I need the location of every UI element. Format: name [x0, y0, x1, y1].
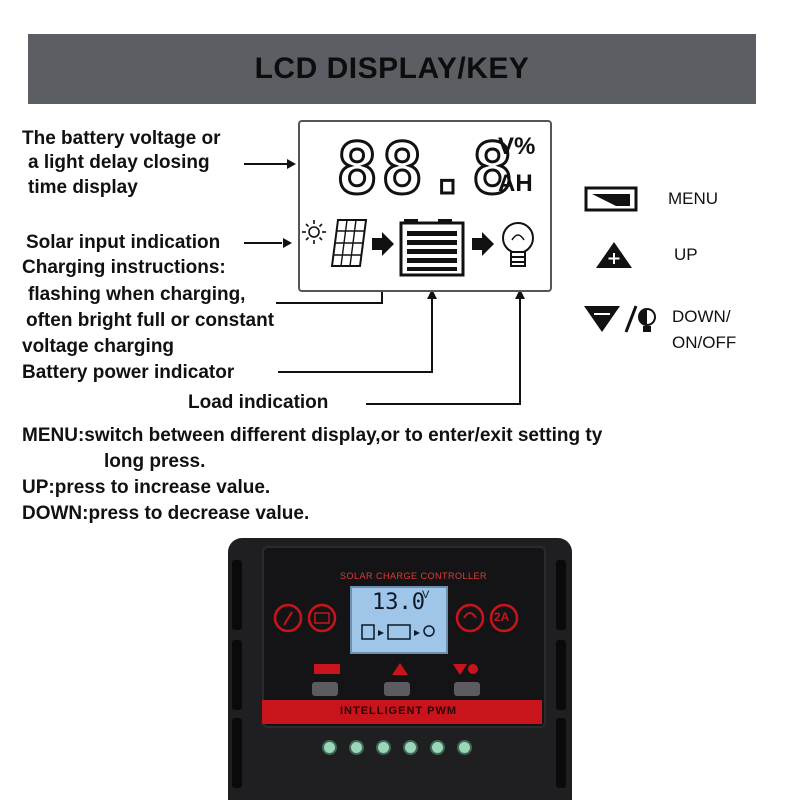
charge-arrow-icon — [372, 232, 394, 256]
right-status-icons — [455, 603, 519, 633]
controller-menu-button[interactable] — [312, 682, 338, 696]
battery-power-label: Battery power indicator — [22, 362, 235, 383]
menu-description: MENU:switch between different display,or… — [22, 425, 603, 446]
battery-voltage-label-line-2: a light delay closing — [28, 152, 210, 173]
battery-icon — [399, 219, 465, 277]
lcd-unit-amp-hour: AH — [498, 170, 533, 197]
controller-key-markings — [314, 663, 478, 675]
menu-description-continued: long press. — [104, 451, 206, 472]
controller-screen — [350, 586, 448, 654]
left-mount-notch-lower — [232, 718, 242, 788]
charge-status-icon — [273, 603, 303, 633]
charging-instructions-label-line-4: voltage charging — [22, 336, 175, 357]
header-band — [28, 34, 756, 104]
controller-brand-text: SOLAR CHARGE CONTROLLER — [340, 571, 488, 581]
current-rating-badge-icon — [489, 603, 519, 633]
onoff-key-label: ON/OFF — [672, 333, 737, 352]
current-rating-badge: 2A — [494, 610, 510, 624]
charging-instructions-label-line-2: flashing when charging, — [28, 284, 246, 305]
bulb-icon — [502, 222, 534, 267]
pwm-status-icon — [307, 603, 337, 633]
controller-red-band — [262, 700, 542, 724]
controller-terminal — [349, 740, 364, 755]
left-mount-notch-middle — [232, 640, 242, 710]
controller-screen-unit: V — [422, 589, 430, 601]
down-key-label: DOWN/ — [672, 307, 731, 326]
controller-terminal — [322, 740, 337, 755]
right-mount-notch-middle — [556, 640, 566, 710]
lcd-segment-digits: 88.8 — [335, 128, 517, 210]
up-key-label: UP — [674, 245, 698, 264]
controller-screen-value: 13.0 — [372, 590, 425, 615]
load-arrow-icon — [472, 232, 494, 256]
page-title: LCD DISPLAY/KEY — [254, 52, 530, 85]
controller-terminals — [322, 738, 482, 758]
down-onoff-key-icon — [584, 305, 656, 333]
left-status-icons — [273, 603, 337, 633]
left-mount-notch-upper — [232, 560, 242, 630]
controller-down-button[interactable] — [454, 682, 480, 696]
up-key-icon — [596, 242, 632, 268]
solar-input-label: Solar input indication — [26, 232, 221, 253]
menu-key-label: MENU — [668, 189, 719, 208]
down-description: DOWN:press to decrease value. — [22, 503, 310, 524]
right-mount-notch-upper — [556, 560, 566, 630]
controller-screen-icons — [361, 624, 435, 640]
up-description: UP:press to increase value. — [22, 477, 271, 498]
lcd-unit-volt-percent: V% — [498, 133, 536, 160]
solar-panel-icon — [330, 219, 368, 267]
controller-band-text: INTELLIGENT PWM — [340, 705, 458, 717]
lcd-status-icons — [302, 219, 534, 277]
menu-key-icon — [584, 186, 638, 212]
right-mount-notch-lower — [556, 718, 566, 788]
load-indication-label: Load indication — [188, 392, 329, 413]
charging-instructions-label-line-3: often bright full or constant — [26, 310, 275, 331]
battery-voltage-label-line-3: time display — [28, 177, 138, 198]
controller-terminal — [376, 740, 391, 755]
controller-terminal — [430, 740, 445, 755]
controller-up-button[interactable] — [384, 682, 410, 696]
battery-voltage-label-line-1: The battery voltage or — [22, 128, 221, 149]
sun-icon — [302, 220, 326, 244]
charging-instructions-label-line-1: Charging instructions: — [22, 257, 226, 278]
controller-terminal — [403, 740, 418, 755]
controller-terminal — [457, 740, 472, 755]
load-status-icon — [455, 603, 485, 633]
